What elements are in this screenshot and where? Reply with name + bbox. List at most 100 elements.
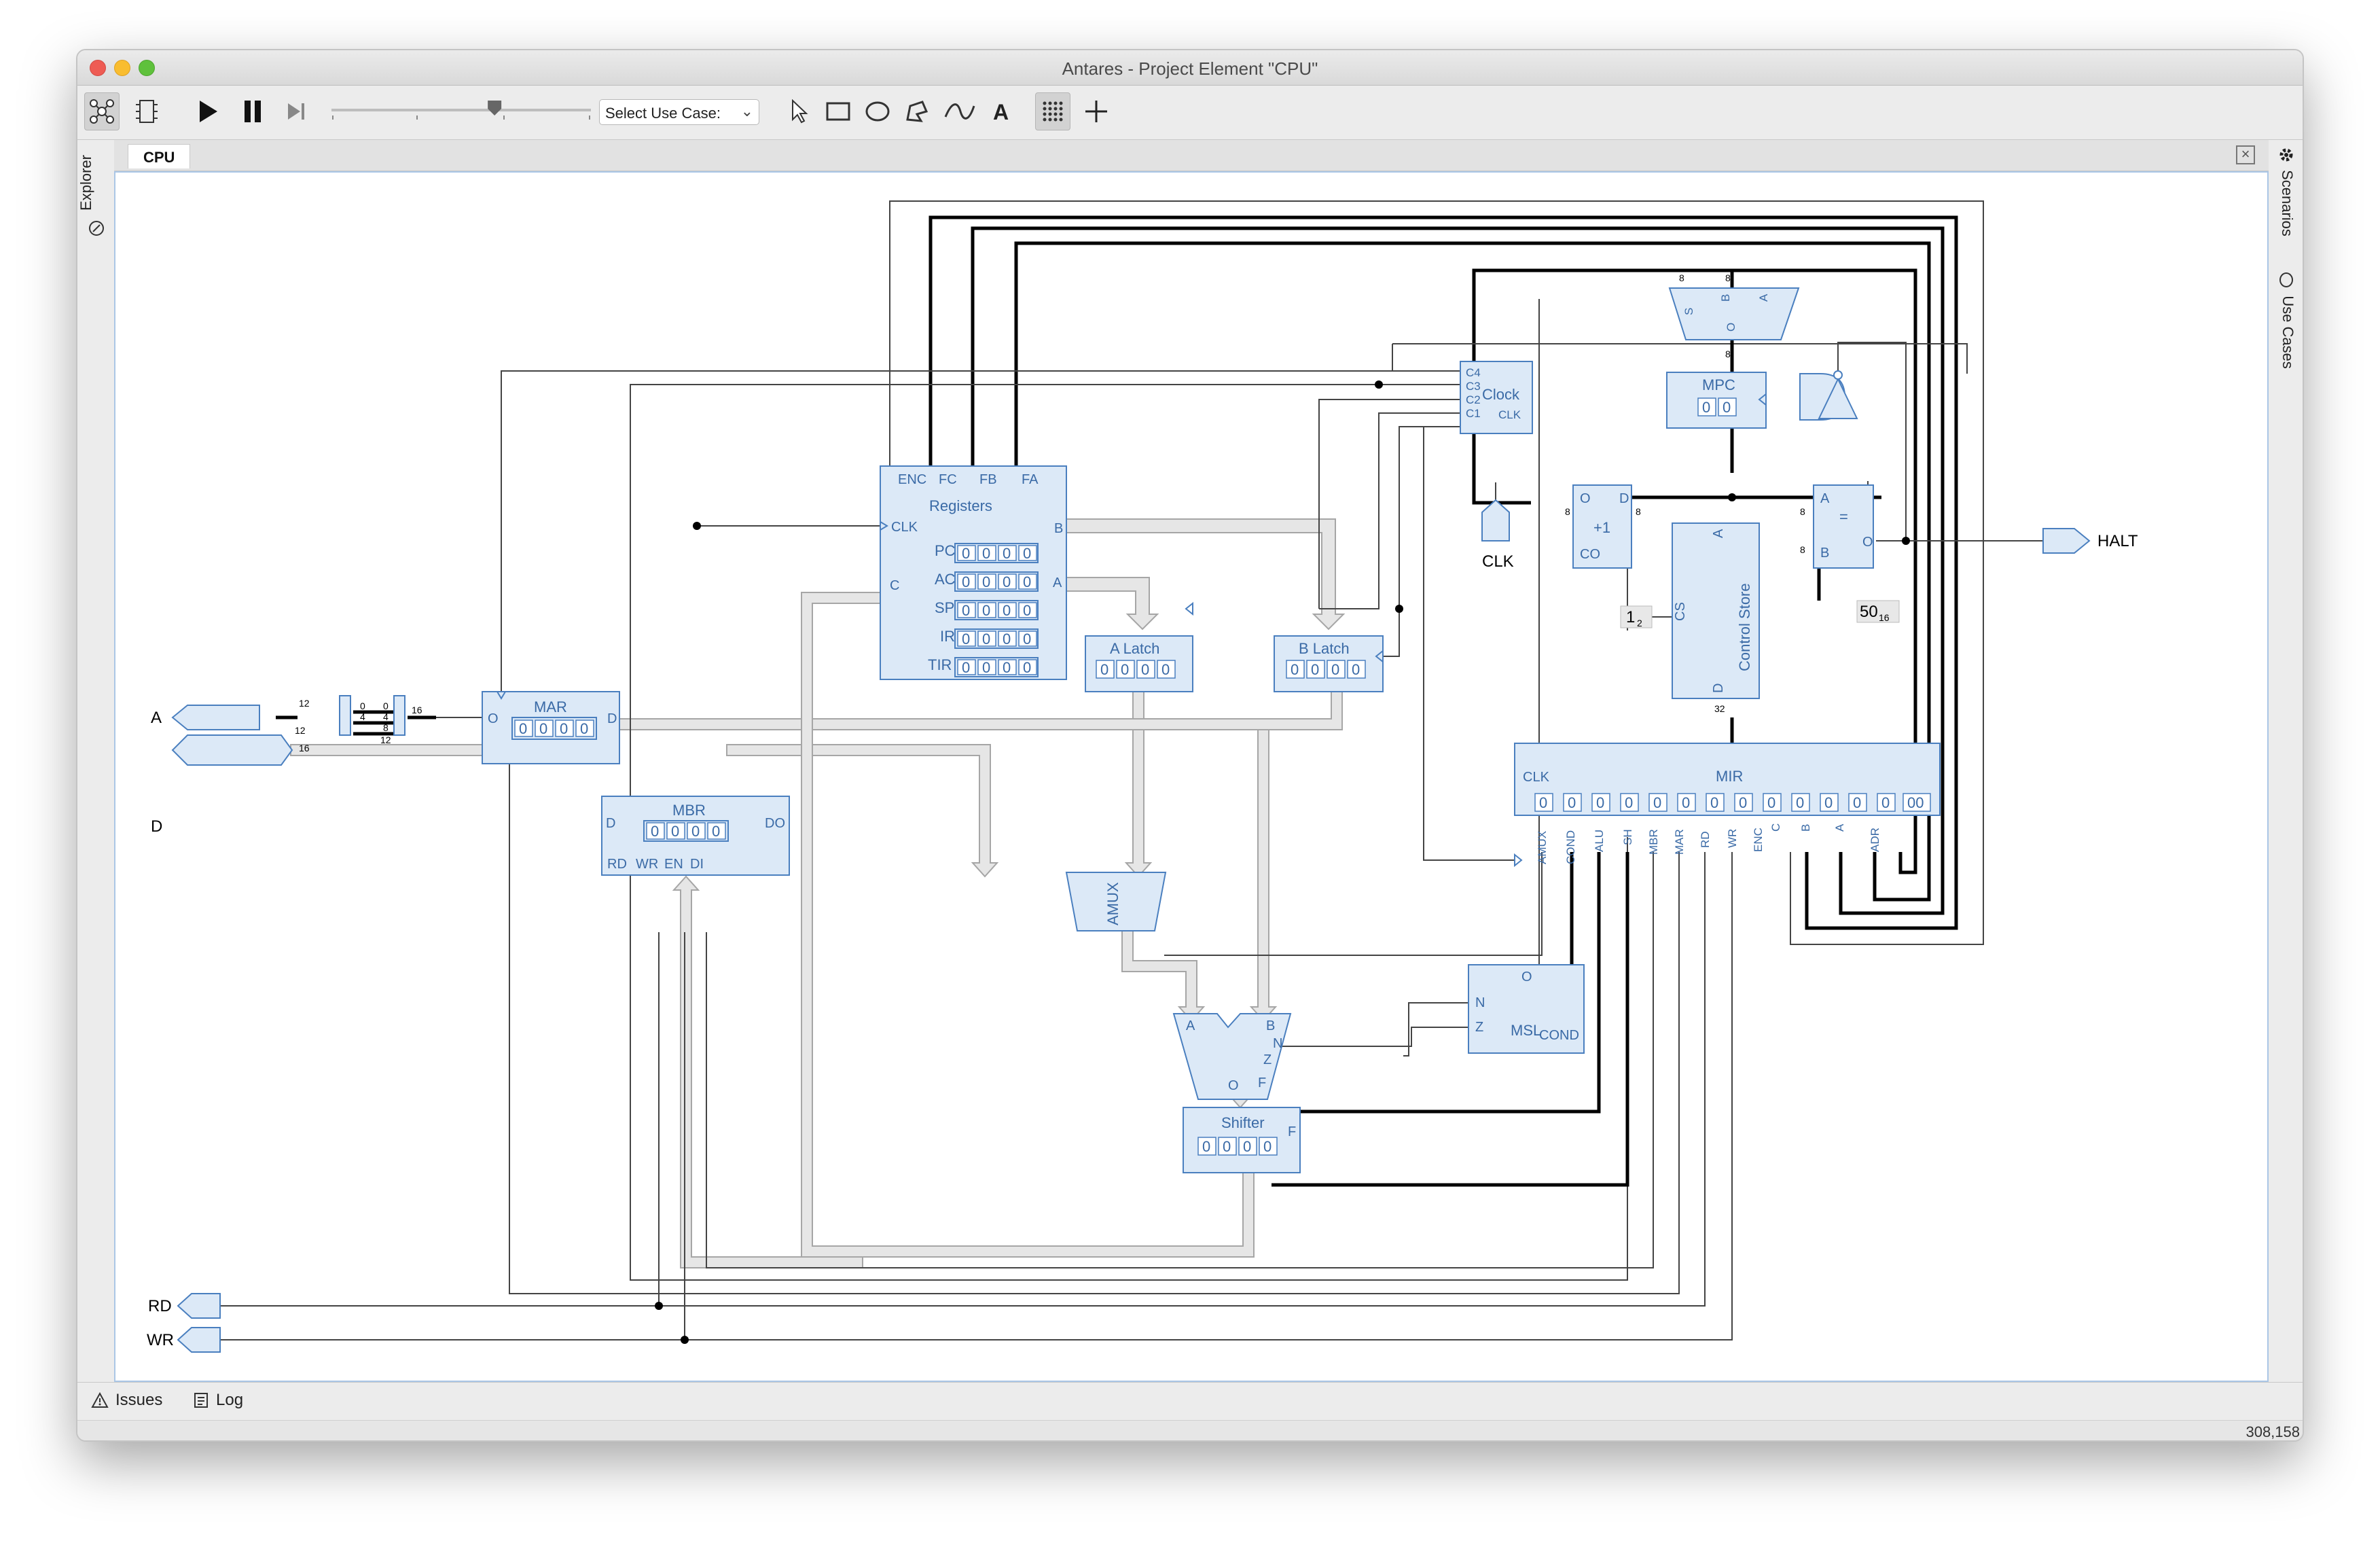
close-icon[interactable]: × (2236, 145, 2255, 164)
digit: 0 (519, 720, 527, 737)
register-sp-name: SP (935, 599, 954, 616)
digit: 0 (1161, 661, 1170, 678)
mar-component[interactable]: MAR O D 0 0 0 0 (482, 691, 620, 764)
port-fc: FC (939, 472, 957, 487)
text-icon[interactable]: A (986, 92, 1016, 130)
mir-digits: 0 0 0 0 0 0 0 0 0 0 0 0 0 00 (1534, 793, 1931, 812)
incrementer-component[interactable]: O D +1 CO 8 8 (1565, 484, 1641, 569)
bottom-bar: Issues Log (77, 1382, 2303, 1420)
b-latch-component[interactable]: B Latch 0 0 0 0 (1274, 635, 1384, 692)
register-sp[interactable]: SP 0 0 0 0 (935, 599, 1039, 620)
not-gate[interactable] (1818, 370, 1858, 419)
digit: 0 (1003, 602, 1011, 619)
digit: 0 (1568, 794, 1576, 811)
curve-icon[interactable] (941, 92, 977, 130)
registers-component[interactable]: ENC FC FB FA Registers CLK B C A PC 0 0 … (880, 465, 1067, 680)
compass-icon (89, 221, 104, 236)
bits-label: 12 (299, 698, 310, 709)
digit: 0 (962, 573, 970, 590)
port-a: A (1757, 294, 1770, 302)
pin-wr[interactable]: WR (147, 1327, 221, 1353)
scenarios-tab[interactable]: Scenarios (2270, 144, 2300, 253)
port-f: F (1258, 1076, 1266, 1090)
play-icon[interactable] (193, 92, 223, 130)
pin-rd-label: RD (148, 1297, 172, 1315)
clock-component[interactable]: C4 C3 C2 C1 Clock CLK (1460, 361, 1533, 434)
polygon-icon[interactable] (902, 92, 932, 130)
mpc-component[interactable]: MPC 0 0 (1666, 372, 1767, 429)
amux-component[interactable]: AMUX (1065, 872, 1167, 931)
comparator-component[interactable]: A = O B 8 8 (1800, 484, 1874, 569)
issues-tab[interactable]: Issues (91, 1391, 162, 1410)
digit: 0 (1121, 661, 1129, 678)
tab-cpu[interactable]: CPU (128, 144, 191, 168)
port-o: O (1725, 323, 1737, 332)
use-cases-tab[interactable]: Use Cases (2270, 269, 2300, 378)
schematic-canvas[interactable]: .c { fill: #dce9f7; stroke: #4a7fbf; str… (114, 171, 2269, 1382)
msl-component[interactable]: N Z O COND MSL (1468, 964, 1585, 1054)
register-ac[interactable]: AC 0 0 0 0 (935, 571, 1039, 592)
explorer-tab[interactable]: Explorer (77, 144, 111, 239)
crosshair-icon[interactable] (1081, 92, 1111, 130)
register-ir-name: IR (940, 628, 955, 645)
splitter-component[interactable]: 12 12 16 0 0 4 4 8 12 16 (295, 695, 422, 753)
use-cases-label: Use Cases (2279, 296, 2296, 369)
const-one-base: 2 (1637, 618, 1642, 628)
close-window-button[interactable] (90, 60, 106, 76)
cpu-chip-icon[interactable] (132, 92, 162, 130)
pin-wr-label: WR (147, 1331, 174, 1349)
digit: 0 (1625, 794, 1633, 811)
ellipse-icon[interactable] (863, 92, 892, 130)
step-icon[interactable] (281, 92, 311, 130)
control-store-component[interactable]: A CS Control Store D 32 (1672, 522, 1760, 714)
port-o: O (1862, 535, 1873, 550)
const-fifty[interactable]: 50 16 (1856, 600, 1900, 623)
digit: 0 (1023, 602, 1031, 619)
mbr-component[interactable]: MBR D DO 0 0 0 0 RD WR EN DI (601, 796, 790, 876)
left-panel-strip: Explorer (77, 140, 114, 1370)
rectangle-icon[interactable] (823, 92, 853, 130)
port-clk: CLK (891, 520, 918, 535)
pin-halt[interactable]: HALT (2042, 528, 2138, 554)
digit: 0 (691, 823, 700, 840)
register-tir[interactable]: TIR 0 0 0 0 (928, 656, 1039, 677)
mux-top-component[interactable]: S B A O 8 8 8 (1668, 272, 1800, 359)
pin-d[interactable]: D (151, 734, 293, 836)
clk-input-pin[interactable]: CLK (1481, 499, 1514, 571)
use-case-select[interactable]: Select Use Case: ⌄ (599, 99, 759, 125)
digit: 0 (1881, 794, 1890, 811)
log-tab[interactable]: Log (193, 1391, 243, 1410)
pause-icon[interactable] (238, 92, 268, 130)
pointer-icon[interactable] (784, 92, 814, 130)
network-icon[interactable] (84, 92, 120, 130)
pin-rd[interactable]: RD (148, 1293, 221, 1319)
digit: 0 (1767, 794, 1775, 811)
digit: 0 (1141, 661, 1149, 678)
minimize-window-button[interactable] (114, 60, 130, 76)
speed-slider[interactable] (330, 92, 592, 130)
field-mar: MAR (1673, 829, 1686, 855)
register-ir[interactable]: IR 0 0 0 0 (940, 628, 1039, 649)
port-c1: C1 (1466, 407, 1481, 420)
port-s: S (1682, 308, 1695, 315)
const-one[interactable]: 1 2 (1620, 605, 1653, 628)
alu-component[interactable]: A B N Z O F (1172, 1013, 1292, 1100)
speed-slider-thumb[interactable] (488, 101, 502, 116)
comparator-title: = (1839, 508, 1848, 525)
port-o: O (1228, 1078, 1239, 1093)
register-pc[interactable]: PC 0 0 0 0 (935, 542, 1039, 563)
mar-title: MAR (534, 698, 567, 715)
digit: 0 (1100, 661, 1108, 678)
a-latch-component[interactable]: A Latch 0 0 0 0 (1085, 601, 1193, 692)
pin-a[interactable]: A (151, 705, 260, 730)
digit: 0 (1853, 794, 1861, 811)
mir-component[interactable]: CLK MIR 0 0 0 0 0 0 0 0 0 0 0 0 0 00 (1514, 743, 1941, 868)
port-fb: FB (979, 472, 997, 487)
port-wr: WR (636, 857, 658, 872)
clk-input-label: CLK (1482, 552, 1514, 571)
field-wr: WR (1726, 829, 1739, 848)
grid-icon[interactable] (1035, 92, 1070, 130)
zoom-window-button[interactable] (139, 60, 155, 76)
shifter-component[interactable]: Shifter F 0 0 0 0 (1183, 1107, 1301, 1173)
const-fifty-value: 50 (1860, 603, 1878, 621)
